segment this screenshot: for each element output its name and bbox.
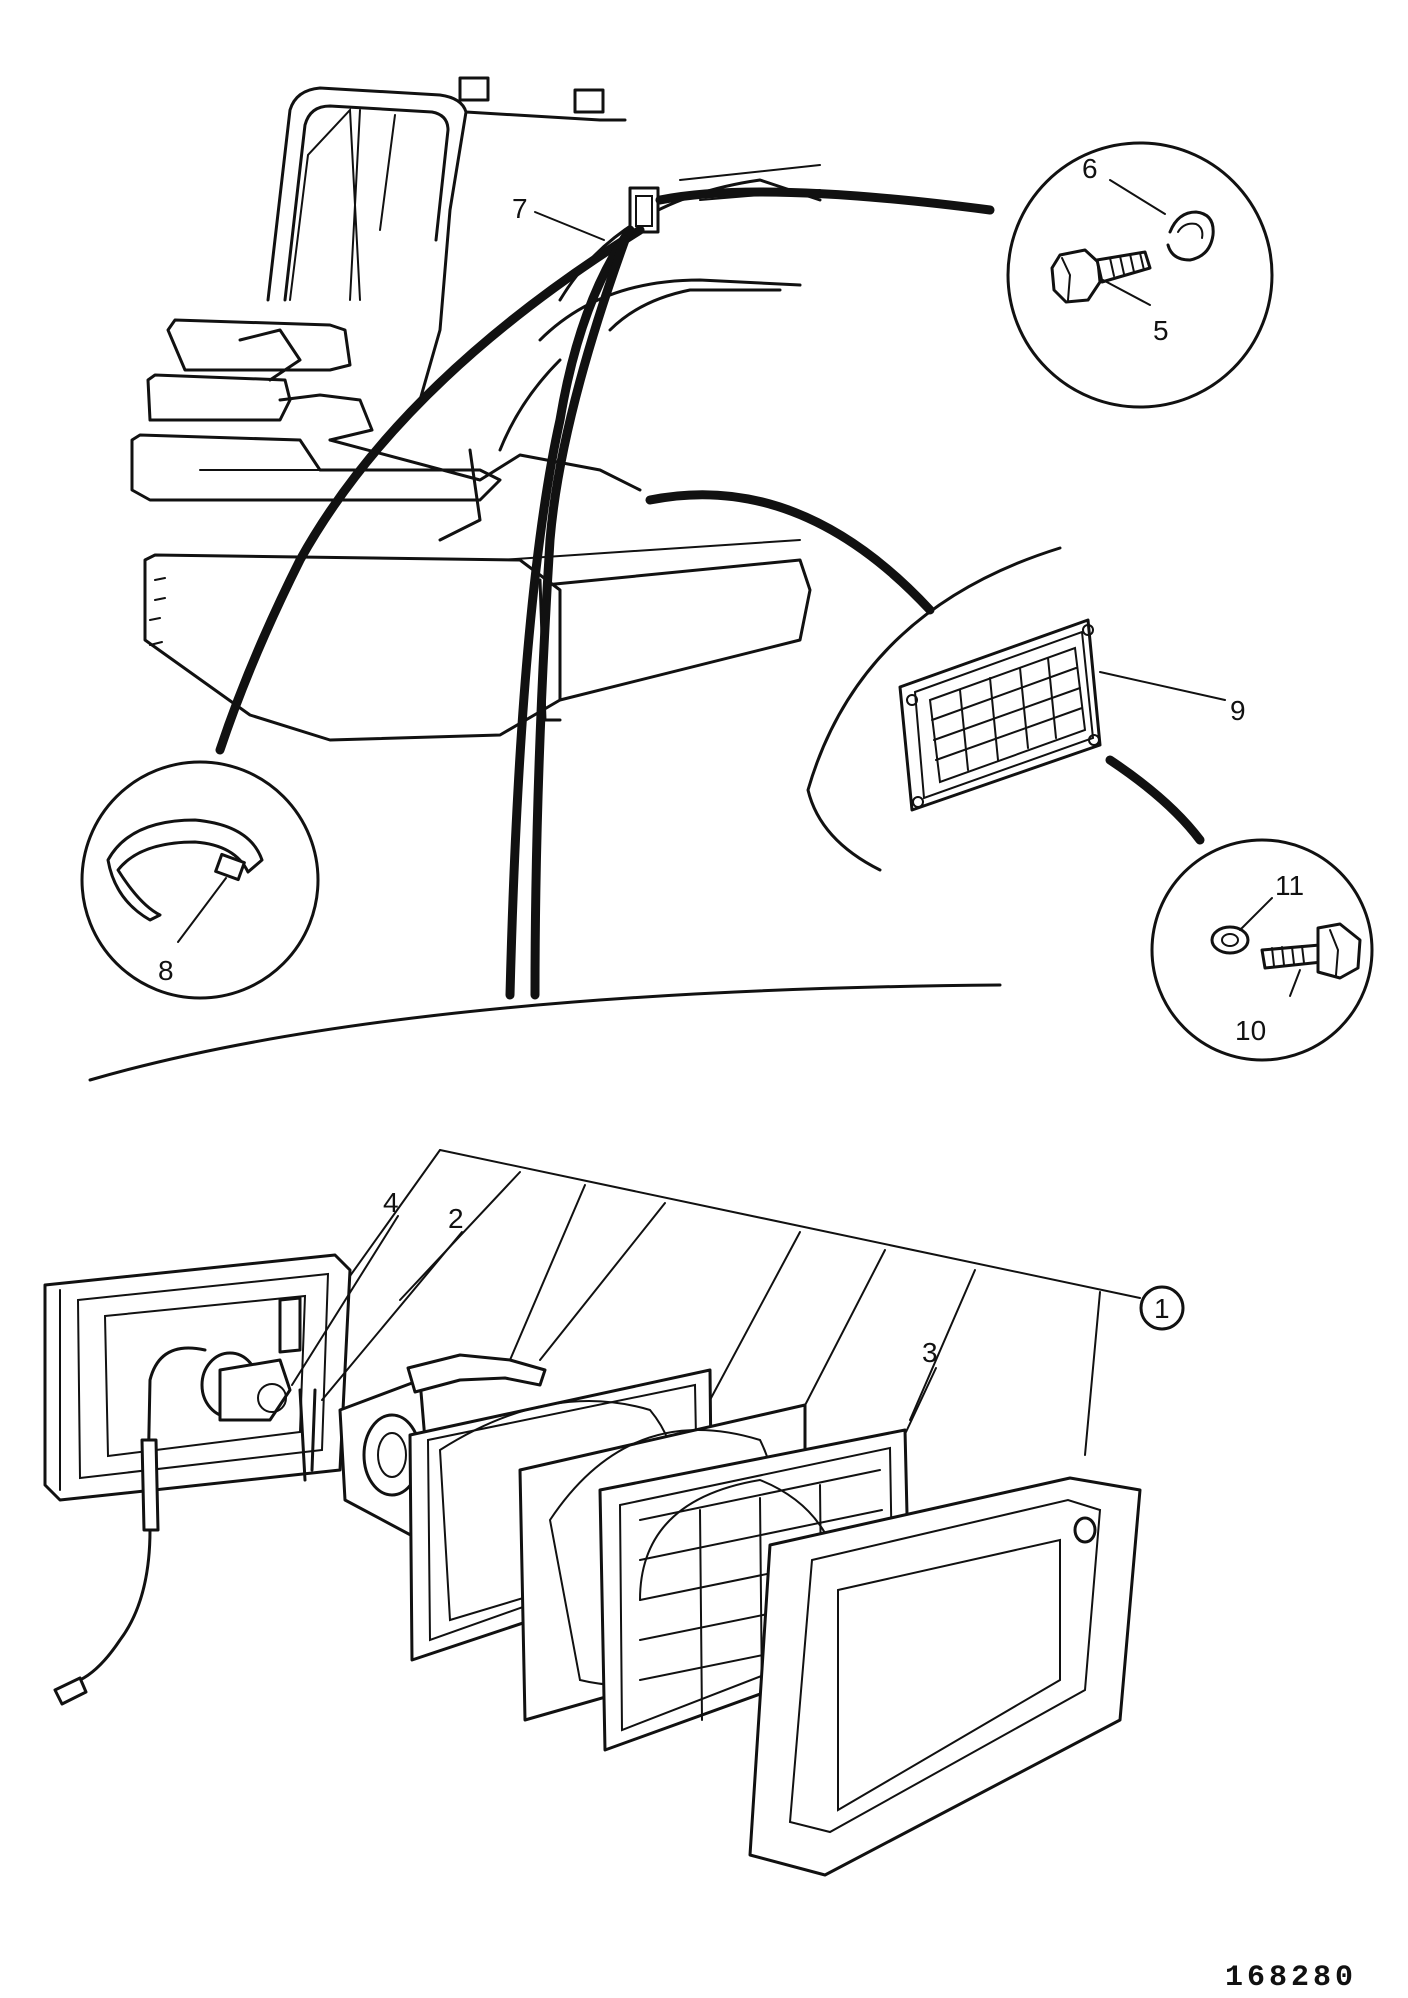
label-4: 4 xyxy=(383,1187,399,1218)
label-6: 6 xyxy=(1082,153,1098,184)
headlamp-exploded-view xyxy=(43,1149,1142,1877)
reference-number: 168280 xyxy=(1225,1961,1357,1995)
label-10: 10 xyxy=(1235,1015,1266,1046)
callout-cable-tie xyxy=(80,760,320,1000)
label-1-circle xyxy=(1139,1285,1185,1331)
label-2: 2 xyxy=(448,1203,464,1234)
label-5: 5 xyxy=(1153,315,1169,346)
label-9: 9 xyxy=(1230,695,1246,726)
callout-bolt-washer-lower xyxy=(1150,838,1374,1062)
label-3: 3 xyxy=(922,1337,938,1368)
part-labels: 6 5 7 8 9 11 10 4 2 3 1 xyxy=(158,153,1304,1433)
label-7: 7 xyxy=(512,193,528,224)
grille-callout-arc xyxy=(806,546,1226,872)
callout-bolt-washer xyxy=(1006,141,1274,409)
label-8: 8 xyxy=(158,955,174,986)
excavator-illustration xyxy=(88,76,1205,1082)
label-1: 1 xyxy=(1154,1293,1170,1324)
label-11: 11 xyxy=(1275,870,1304,901)
